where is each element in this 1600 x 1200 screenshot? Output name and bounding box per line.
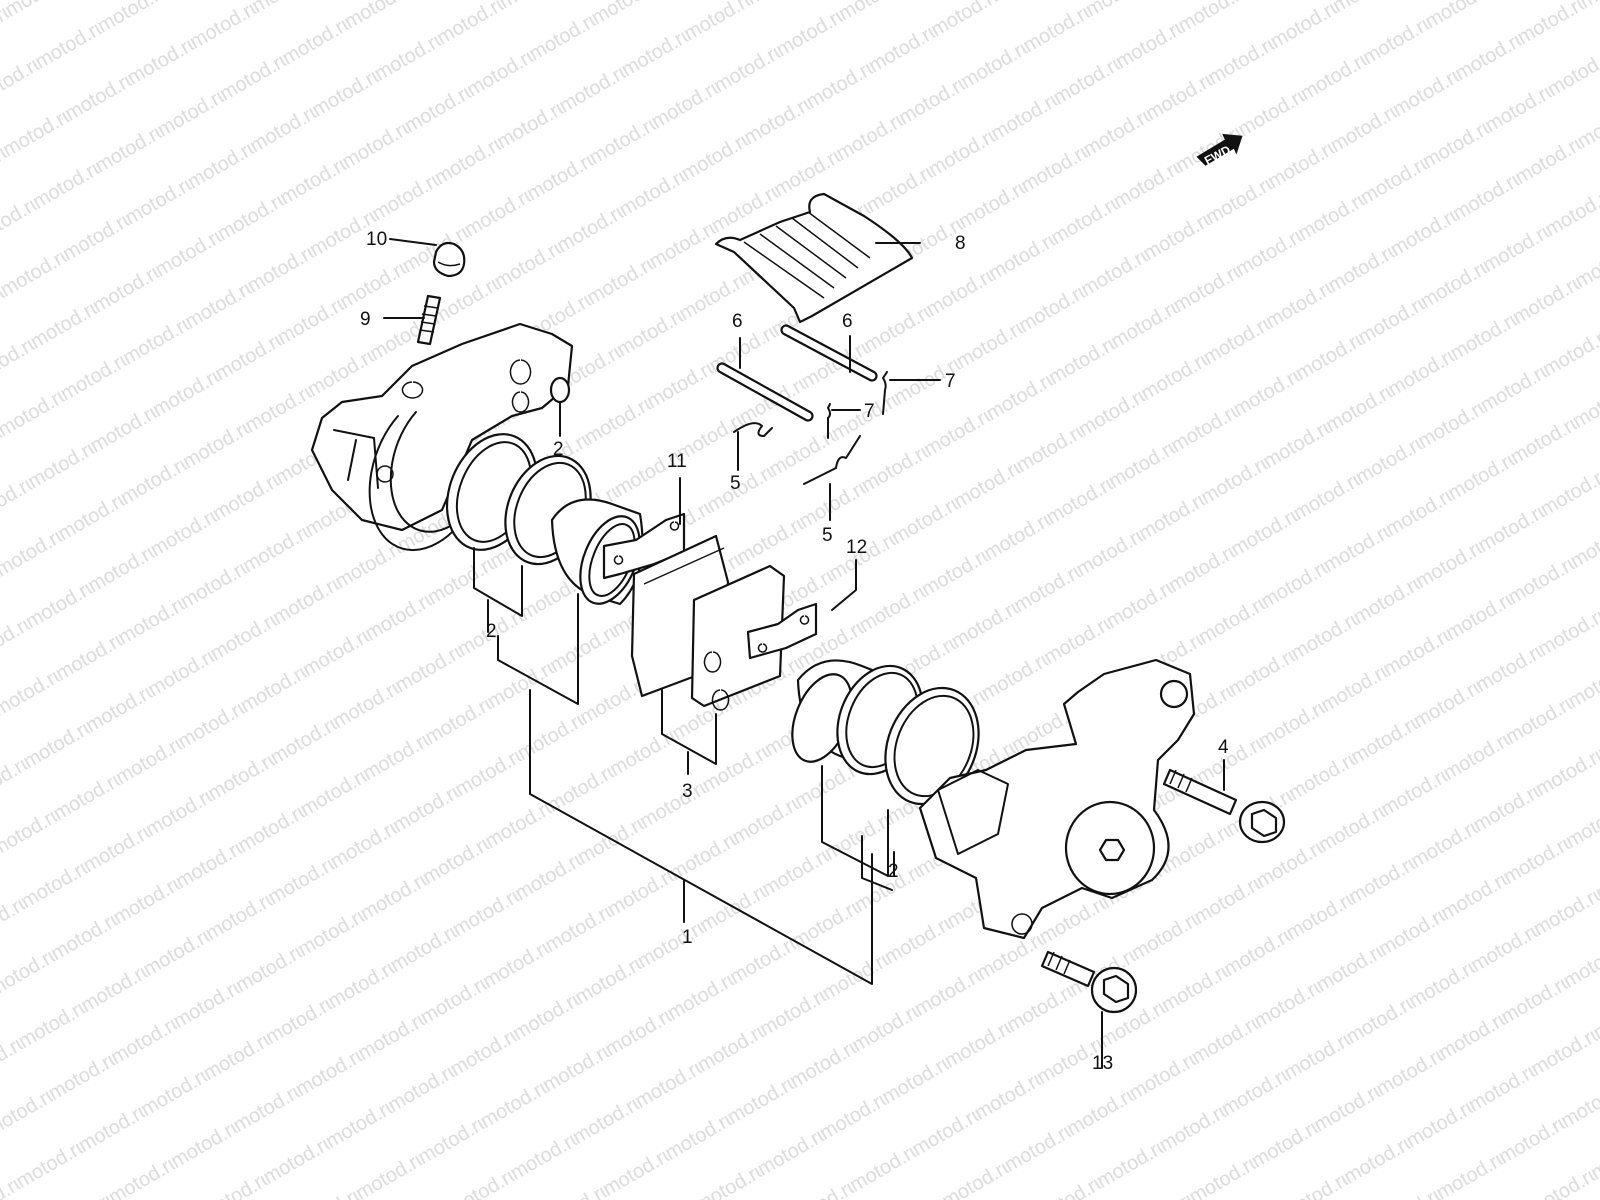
callout-5-a: 5 [730, 473, 741, 494]
callout-7-a: 7 [945, 371, 956, 392]
part-13-bolt-short[interactable] [1040, 950, 1138, 1014]
callout-2-right: 2 [888, 861, 899, 882]
callout-9: 9 [360, 309, 371, 330]
part-3-brake-pads[interactable] [630, 534, 786, 711]
part-9-bleeder-valve[interactable] [416, 294, 442, 346]
part-5-pad-springs[interactable] [733, 422, 861, 485]
callout-12: 12 [846, 537, 868, 558]
part-6-pad-pins[interactable] [716, 324, 878, 422]
callout-6-b: 6 [842, 311, 853, 332]
piston-seals-left[interactable] [431, 421, 606, 577]
callout-1: 1 [682, 927, 693, 948]
leader-lines [383, 238, 1225, 1069]
callout-6-a: 6 [732, 311, 743, 332]
callout-13: 13 [1092, 1053, 1114, 1074]
callout-2-washer: 2 [553, 439, 564, 460]
part-8-pad-spring[interactable] [714, 192, 914, 324]
part-12-shim[interactable] [746, 602, 818, 660]
callout-8: 8 [955, 233, 966, 254]
callout-2-left: 2 [486, 621, 497, 642]
callout-11: 11 [667, 451, 687, 472]
caliper-outer-half[interactable] [918, 658, 1196, 940]
forward-arrow-icon: FWD [1196, 133, 1243, 168]
callout-5-b: 5 [822, 525, 833, 546]
part-10-bleeder-cap[interactable] [432, 241, 466, 278]
part-2-washer[interactable] [549, 376, 571, 404]
part-4-bolt-long[interactable] [1162, 768, 1286, 844]
part-7-pin-clips[interactable] [827, 371, 888, 439]
callout-10: 10 [366, 229, 388, 250]
callout-3: 3 [682, 781, 693, 802]
callout-7-b: 7 [864, 401, 875, 422]
piston-seals-right[interactable] [822, 653, 995, 818]
callout-4: 4 [1218, 737, 1229, 758]
